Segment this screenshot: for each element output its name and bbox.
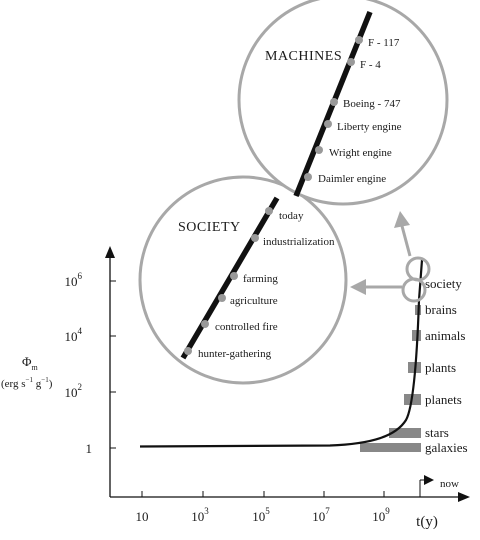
machines-label-boeing747: Boeing - 747 xyxy=(343,98,401,110)
society-circle xyxy=(138,175,348,385)
society-label-farming: farming xyxy=(243,273,278,285)
y-axis-symbol: Φm xyxy=(22,354,39,372)
y-tick-label-3: 106 xyxy=(65,271,83,289)
connector-arrowhead-society xyxy=(350,279,366,295)
energy-rate-curve xyxy=(139,259,424,448)
bar-stars xyxy=(389,428,421,438)
society-label-controlled-fire: controlled fire xyxy=(215,321,278,333)
y-tick-label-2: 104 xyxy=(65,326,83,344)
society-point-hunter-gathering xyxy=(184,347,192,355)
machines-point-f4 xyxy=(347,58,355,66)
y-axis-arrowhead xyxy=(105,246,115,258)
society-point-agriculture xyxy=(218,294,226,302)
machines-point-boeing747 xyxy=(330,98,338,106)
zoom-circle-upper xyxy=(405,256,431,282)
machines-label-wright-engine: Wright engine xyxy=(329,147,392,159)
bar-label-animals: animals xyxy=(425,328,465,343)
bar-label-brains: brains xyxy=(425,302,457,317)
bar-label-society: society xyxy=(425,276,462,291)
machines-label-daimler-engine: Daimler engine xyxy=(318,173,386,185)
x-tick-label-1: 103 xyxy=(191,506,209,524)
bar-label-stars: stars xyxy=(425,425,449,440)
society-label-hunter-gathering: hunter-gathering xyxy=(198,348,272,360)
bar-label-plants: plants xyxy=(425,360,456,375)
machines-point-wright-engine xyxy=(315,146,323,154)
society-title: SOCIETY xyxy=(178,220,241,235)
connector-arrowhead-machines xyxy=(394,211,410,228)
bar-label-galaxies: galaxies xyxy=(425,440,468,455)
society-line xyxy=(180,196,280,360)
x-tick-label-4: 109 xyxy=(372,506,390,524)
x-tick-label-0: 10 xyxy=(136,509,149,524)
machines-label-f4: F - 4 xyxy=(360,59,381,71)
now-label: now xyxy=(440,478,459,490)
connector-arrow-to-machines xyxy=(400,225,412,257)
x-axis-arrowhead xyxy=(458,492,470,502)
society-label-today: today xyxy=(279,210,304,222)
machines-title: MACHINES xyxy=(265,49,342,64)
machines-label-liberty-engine: Liberty engine xyxy=(337,121,402,133)
society-label-industrialization: industrialization xyxy=(263,236,335,248)
y-tick-label-1: 102 xyxy=(65,382,83,400)
y-axis-units: (erg s−1 g−1) xyxy=(1,376,53,390)
bar-galaxies xyxy=(360,443,421,452)
y-tick-label-0: 1 xyxy=(86,441,93,456)
machines-point-f117 xyxy=(355,36,363,44)
machines-point-liberty-engine xyxy=(324,120,332,128)
society-point-controlled-fire xyxy=(201,320,209,328)
society-point-industrialization xyxy=(251,234,259,242)
society-point-today xyxy=(265,207,273,215)
machines-point-daimler-engine xyxy=(304,173,312,181)
society-point-farming xyxy=(230,272,238,280)
x-tick-label-3: 107 xyxy=(312,506,330,524)
x-axis-title: t(y) xyxy=(416,514,438,530)
machines-circle xyxy=(237,0,449,206)
society-label-agriculture: agriculture xyxy=(230,295,278,307)
zoom-circle-lower xyxy=(401,277,427,303)
machines-label-f117: F - 117 xyxy=(368,37,400,49)
x-tick-label-2: 105 xyxy=(252,506,270,524)
bar-label-planets: planets xyxy=(425,392,462,407)
